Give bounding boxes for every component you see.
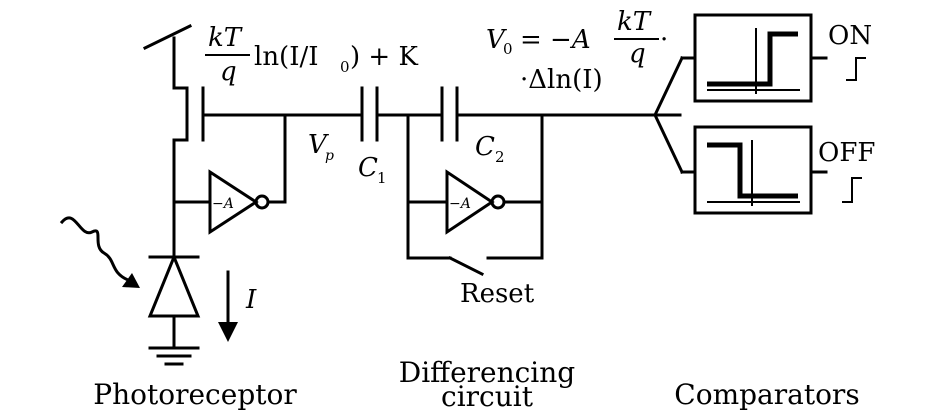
svg-text:) + K: ) + K <box>350 42 418 72</box>
svg-text:0: 0 <box>340 58 350 76</box>
reset-label: Reset <box>460 279 535 309</box>
capacitor-c2 <box>440 86 459 142</box>
svg-text:C: C <box>475 132 495 162</box>
current-label: I <box>245 285 257 315</box>
comparators-caption: Comparators <box>674 378 859 411</box>
svg-text:ln(I/I: ln(I/I <box>254 42 319 72</box>
svg-text:C: C <box>358 153 378 183</box>
light-wave-icon <box>59 216 130 282</box>
svg-text:q: q <box>629 39 646 69</box>
on-comparator <box>693 13 828 103</box>
vp-label: V p <box>308 130 334 164</box>
svg-text:V: V <box>486 25 507 55</box>
differencing-caption-line2: circuit <box>441 380 534 413</box>
c2-label: C 2 <box>475 132 505 166</box>
svg-text:0: 0 <box>503 40 513 58</box>
off-label: OFF <box>818 138 875 168</box>
on-pulse-icon <box>846 57 866 81</box>
log-formula: kT q ln(I/I 0 ) + K <box>205 23 418 87</box>
amp-gain-label: −A <box>212 196 234 212</box>
svg-text:p: p <box>325 148 334 164</box>
off-comparator <box>693 125 828 215</box>
svg-text:2: 2 <box>495 148 505 166</box>
differencing-caption-line1: Differencing <box>399 356 576 389</box>
v0-formula: V 0 = −A kT q · ·Δln(I) <box>486 7 668 95</box>
c1-label: C 1 <box>358 153 387 187</box>
comparator-stage: ON OFF <box>653 13 875 215</box>
off-pulse-icon <box>842 177 862 203</box>
light-arrow-head <box>122 273 140 288</box>
ground-symbol <box>148 346 200 366</box>
svg-text:kT: kT <box>617 7 652 37</box>
differencing-amplifier <box>445 169 495 235</box>
capacitor-c1 <box>360 86 379 142</box>
photodiode <box>147 253 201 318</box>
reset-switch <box>447 255 485 277</box>
on-label: ON <box>828 21 872 51</box>
svg-text:kT: kT <box>208 23 243 53</box>
feedback-transistor <box>172 36 189 259</box>
svg-text:·: · <box>660 25 668 55</box>
differencing-stage: −A <box>360 86 682 277</box>
svg-text:V: V <box>308 130 329 160</box>
photoreceptor-amplifier <box>208 169 259 235</box>
svg-text:q: q <box>220 57 237 87</box>
svg-text:−A: −A <box>449 196 471 212</box>
svg-text:= −A: = −A <box>520 25 591 55</box>
photoreceptor-stage: −A I <box>59 23 364 366</box>
photoreceptor-caption: Photoreceptor <box>93 378 297 411</box>
svg-text:1: 1 <box>377 169 387 187</box>
supply-rail <box>142 23 193 51</box>
svg-text:·Δln(I): ·Δln(I) <box>520 65 603 95</box>
